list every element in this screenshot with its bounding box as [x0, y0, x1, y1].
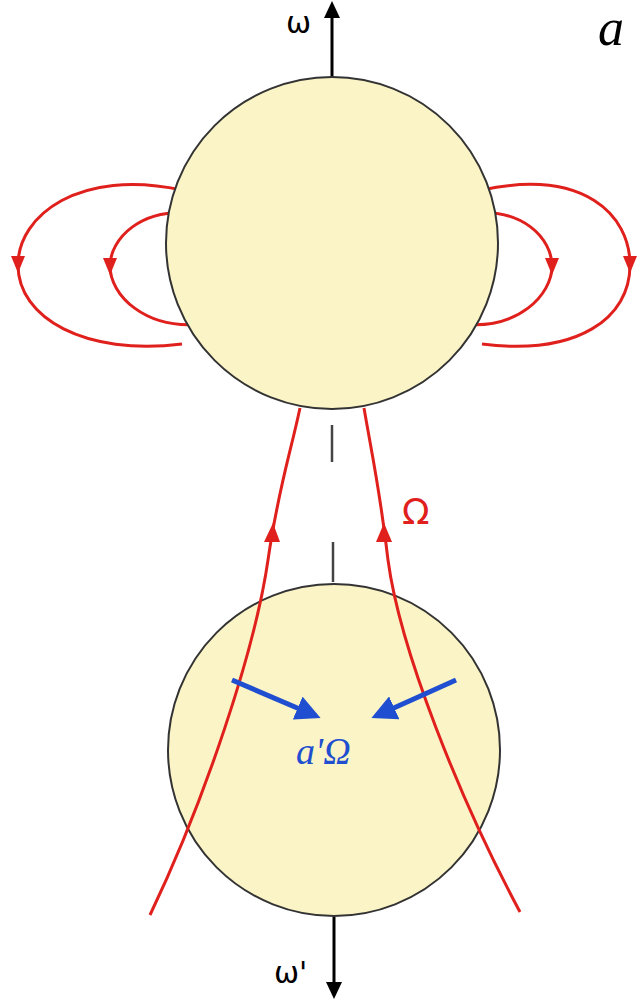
spin-label: ω: [286, 8, 311, 38]
spin-axis: [333, 917, 336, 984]
field-label: Ω: [402, 491, 430, 532]
acceleration-label: a'Ω: [296, 732, 351, 770]
field-arrowhead: [264, 523, 280, 542]
spin-axis: [331, 16, 334, 78]
acceleration-arrow: [376, 680, 456, 716]
field-arrowhead: [11, 256, 25, 273]
field-line: [150, 408, 300, 915]
field-label: Ω: [402, 494, 430, 530]
field-arrowhead: [623, 256, 637, 273]
spin-label: ω': [274, 958, 307, 988]
field-arrowhead: [545, 258, 559, 275]
center-axis: [332, 542, 335, 582]
field-arrowhead: [376, 523, 392, 542]
field-arrowhead: [103, 258, 117, 275]
spin-label: ω': [274, 955, 307, 990]
spin-label: ω: [286, 5, 311, 40]
acceleration-arrow: [232, 680, 316, 716]
acceleration-label: a'Ω: [296, 730, 351, 772]
axis-arrowhead: [326, 982, 342, 999]
panel-letter: a: [598, 0, 624, 56]
upper-sphere: [166, 77, 498, 409]
panel-letter: a: [598, 2, 624, 54]
axis-arrowhead: [324, 1, 340, 18]
field-line: [364, 408, 520, 912]
field-line: [18, 184, 182, 346]
center-axis: [331, 425, 334, 462]
